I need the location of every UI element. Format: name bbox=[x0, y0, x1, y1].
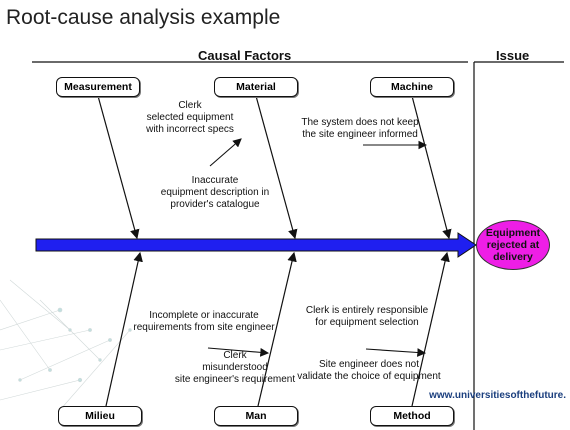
decorative-network bbox=[0, 279, 132, 411]
cause-inaccurate-description: Inaccurate equipment description in prov… bbox=[160, 175, 270, 210]
issue-bubble: Equipment rejected at delivery bbox=[476, 220, 550, 270]
spine-arrow bbox=[35, 232, 477, 258]
sub-arrow-clerk-specs bbox=[209, 138, 242, 167]
slide-title: Root-cause analysis example bbox=[6, 6, 281, 29]
bone-man bbox=[257, 251, 297, 407]
bone-machine bbox=[411, 95, 452, 240]
category-measurement: Measurement bbox=[56, 77, 140, 97]
cause-clerk-selected-specs: Clerk selected equipment with incorrect … bbox=[146, 100, 234, 135]
bone-material bbox=[255, 95, 298, 240]
bone-milieu bbox=[105, 251, 143, 407]
sub-arrow-responsible bbox=[365, 348, 427, 357]
category-method: Method bbox=[370, 406, 454, 426]
bone-method bbox=[411, 251, 450, 407]
category-machine: Machine bbox=[370, 77, 454, 97]
header-causal-factors: Causal Factors bbox=[198, 48, 292, 63]
cause-clerk-responsible: Clerk is entirely responsible for equipm… bbox=[305, 305, 429, 328]
cause-system-not-inform: The system does not keep the site engine… bbox=[301, 117, 419, 140]
website-link[interactable]: www.universitiesofthefuture. bbox=[429, 390, 566, 401]
category-milieu: Milieu bbox=[58, 406, 142, 426]
header-issue: Issue bbox=[496, 48, 530, 63]
issue-text: Equipment rejected at delivery bbox=[485, 227, 541, 263]
cause-incomplete-requirements: Incomplete or inaccurate requirements fr… bbox=[133, 310, 275, 333]
category-man: Man bbox=[214, 406, 298, 426]
sub-arrow-requirements bbox=[207, 347, 270, 357]
category-material: Material bbox=[214, 77, 298, 97]
cause-engineer-not-validate: Site engineer does not validate the choi… bbox=[297, 359, 441, 382]
cause-clerk-misunderstood: Clerk misunderstood site engineer's requ… bbox=[174, 350, 296, 385]
bone-measurement bbox=[97, 95, 140, 240]
